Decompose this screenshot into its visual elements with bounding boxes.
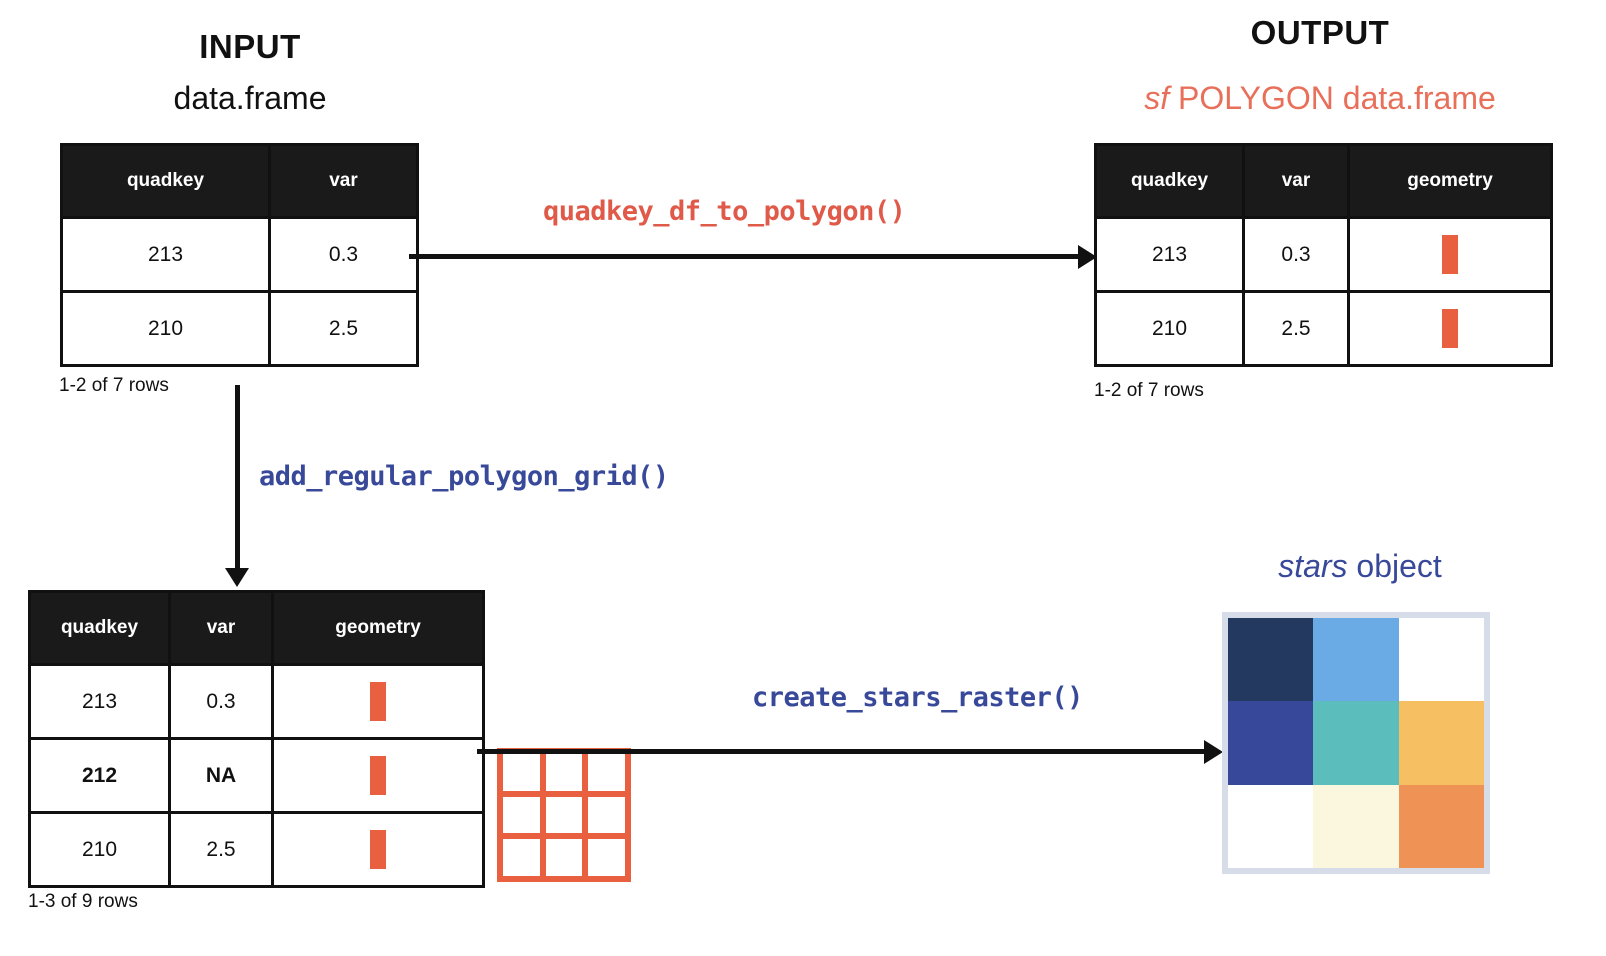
- polygon-square-icon: [370, 681, 386, 721]
- cell-quadkey: 213: [28, 663, 171, 740]
- stars-object-label: stars object: [1160, 548, 1560, 585]
- grid-cell: [545, 754, 583, 791]
- function-label-add-regular-polygon-grid: add_regular_polygon_grid(): [259, 461, 669, 492]
- raster-cell: [1398, 784, 1484, 868]
- grid-cell: [503, 839, 540, 876]
- cell-var: 2.5: [1242, 290, 1350, 367]
- output-rowcount: 1-2 of 7 rows: [1094, 380, 1204, 401]
- raster-cell: [1313, 701, 1399, 785]
- column-header-quadkey: quadkey: [1094, 143, 1245, 219]
- raster-cell: [1228, 784, 1314, 868]
- output-subtitle-rest: POLYGON data.frame: [1169, 80, 1496, 116]
- grid-cell: [503, 796, 540, 834]
- column-header-geometry: geometry: [271, 590, 485, 666]
- arrow-input-to-grid-line: [235, 385, 240, 570]
- cell-geometry: [271, 663, 485, 740]
- table-header-row: quadkey var geometry: [1094, 143, 1553, 219]
- arrow-input-to-output-head: [1078, 245, 1097, 269]
- input-subtitle: data.frame: [173, 80, 327, 116]
- grid-table-wrapper: quadkey var geometry 213 0.3 212 NA 210 …: [28, 590, 485, 888]
- polygon-square-icon: [370, 829, 386, 869]
- cell-var: 0.3: [1242, 216, 1350, 293]
- polygon-square-icon: [1442, 234, 1458, 274]
- grid-table: quadkey var geometry 213 0.3 212 NA 210 …: [28, 590, 485, 888]
- cell-geometry: [1347, 216, 1553, 293]
- arrow-input-to-output-line: [409, 254, 1081, 259]
- cell-var: NA: [168, 737, 274, 814]
- cell-var: 2.5: [268, 290, 419, 367]
- grid-cell: [588, 796, 625, 834]
- table-row: 210 2.5: [60, 290, 419, 367]
- cell-var: 0.3: [268, 216, 419, 293]
- raster-cell: [1398, 618, 1484, 702]
- column-header-var: var: [1242, 143, 1350, 219]
- cell-quadkey: 210: [60, 290, 271, 367]
- input-table: quadkey var 213 0.3 210 2.5: [60, 143, 419, 367]
- column-header-var: var: [168, 590, 274, 666]
- grid-cell: [545, 839, 583, 876]
- cell-quadkey: 210: [28, 811, 171, 888]
- function-label-quadkey-df-to-polygon: quadkey_df_to_polygon(): [543, 196, 906, 227]
- function-label-create-stars-raster: create_stars_raster(): [752, 682, 1083, 713]
- column-header-var: var: [268, 143, 419, 219]
- cell-geometry: [271, 811, 485, 888]
- stars-raster: [1222, 612, 1490, 874]
- column-header-quadkey: quadkey: [28, 590, 171, 666]
- arrow-input-to-grid-head: [225, 568, 249, 587]
- cell-geometry: [1347, 290, 1553, 367]
- raster-cell: [1398, 701, 1484, 785]
- cell-quadkey: 213: [60, 216, 271, 293]
- stars-object-label-italic: stars: [1278, 548, 1348, 584]
- regular-polygon-grid-icon: [497, 748, 631, 882]
- raster-cell: [1313, 784, 1399, 868]
- cell-quadkey: 213: [1094, 216, 1245, 293]
- output-table-wrapper: quadkey var geometry 213 0.3 210 2.5: [1094, 143, 1553, 367]
- table-row: 210 2.5: [1094, 290, 1553, 367]
- cell-geometry: [271, 737, 485, 814]
- cell-quadkey: 210: [1094, 290, 1245, 367]
- table-header-row: quadkey var geometry: [28, 590, 485, 666]
- arrow-grid-to-stars-line: [477, 749, 1207, 754]
- grid-cell: [545, 796, 583, 834]
- polygon-square-icon: [370, 755, 386, 795]
- table-row: 213 0.3: [28, 663, 485, 740]
- table-row: 212 NA: [28, 737, 485, 814]
- input-rowcount: 1-2 of 7 rows: [59, 375, 169, 396]
- grid-table-rowcount: 1-3 of 9 rows: [28, 891, 138, 912]
- raster-cell: [1313, 618, 1399, 702]
- table-header-row: quadkey var: [60, 143, 419, 219]
- column-header-quadkey: quadkey: [60, 143, 271, 219]
- stars-object-label-rest: object: [1347, 548, 1442, 584]
- output-title: OUTPUT: [1250, 14, 1390, 51]
- cell-var: 0.3: [168, 663, 274, 740]
- grid-cell: [503, 754, 540, 791]
- raster-cell: [1228, 701, 1314, 785]
- input-title: INPUT: [199, 28, 301, 65]
- table-row: 213 0.3: [60, 216, 419, 293]
- input-table-wrapper: quadkey var 213 0.3 210 2.5: [60, 143, 419, 367]
- raster-cell: [1228, 618, 1314, 702]
- column-header-geometry: geometry: [1347, 143, 1553, 219]
- cell-var: 2.5: [168, 811, 274, 888]
- grid-cell: [588, 839, 625, 876]
- arrow-grid-to-stars-head: [1204, 740, 1223, 764]
- output-subtitle-italic: sf: [1144, 80, 1170, 116]
- table-row: 210 2.5: [28, 811, 485, 888]
- table-row: 213 0.3: [1094, 216, 1553, 293]
- polygon-square-icon: [1442, 308, 1458, 348]
- output-table: quadkey var geometry 213 0.3 210 2.5: [1094, 143, 1553, 367]
- grid-cell: [588, 754, 625, 791]
- cell-quadkey: 212: [28, 737, 171, 814]
- output-subtitle: sf POLYGON data.frame: [1100, 80, 1540, 117]
